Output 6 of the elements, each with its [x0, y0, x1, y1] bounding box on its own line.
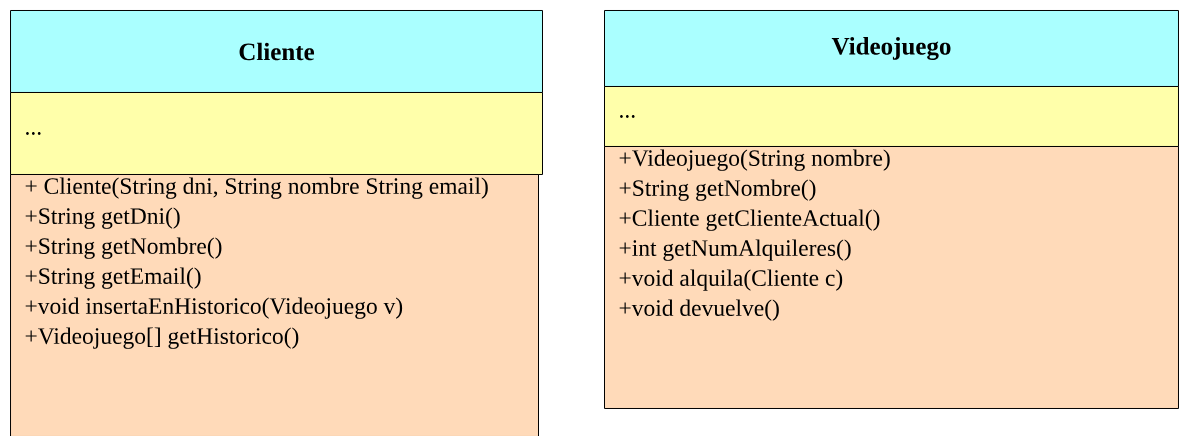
attribute-compartment: ...	[10, 92, 543, 175]
class-name-compartment: Videojuego	[604, 10, 1179, 87]
class-name-compartment: Cliente	[10, 10, 543, 93]
method-compartment: + Cliente(String dni, String nombre String email) +String getDni() +String getNombre() +String getEmail() +void insertaEnHistorico(Videojuego v) +Videojuego[] getHistorico()	[10, 174, 539, 436]
method-compartment: +Videojuego(String nombre) +String getNombre() +Cliente getClienteActual() +int getNumAlquileres() +void alquila(Cliente c) +void devuelve()	[604, 146, 1179, 409]
attribute-compartment: ...	[604, 86, 1179, 147]
